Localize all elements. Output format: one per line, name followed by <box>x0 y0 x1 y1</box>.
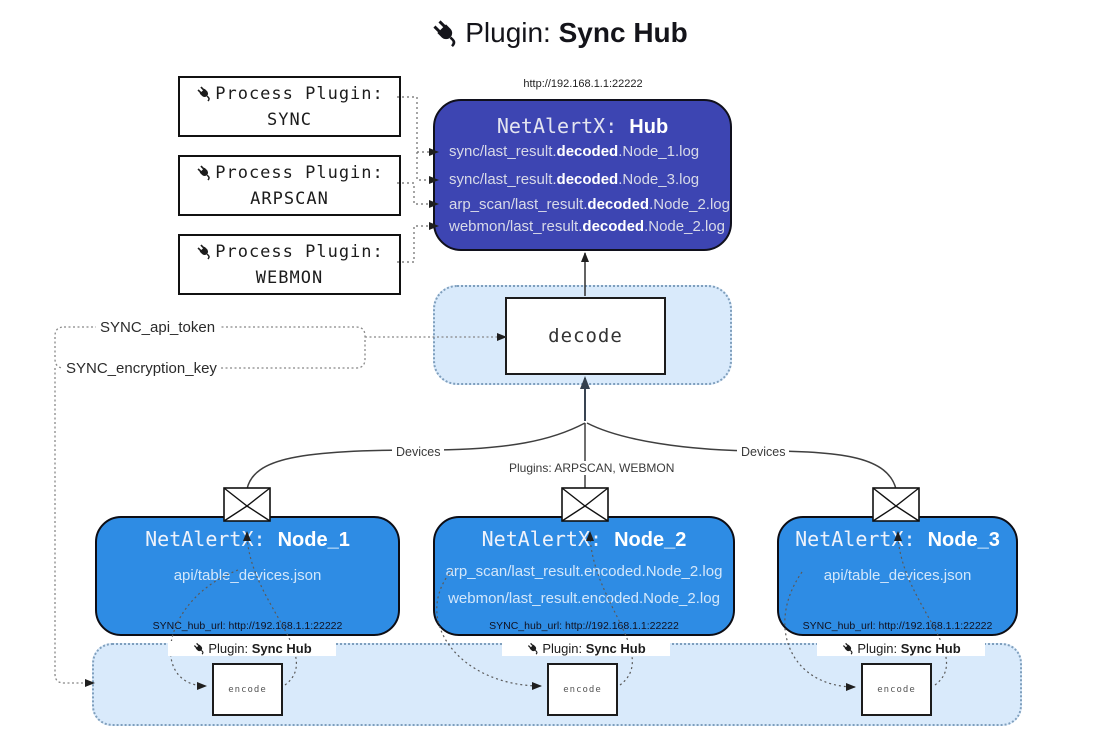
node2-box: NetAlertX: Node_2 arp_scan/last_result.e… <box>433 516 735 636</box>
hub-box: NetAlertX: Hub sync/last_result.decoded.… <box>433 99 732 251</box>
encode-plugin-label: Plugin: Sync Hub <box>168 641 336 656</box>
process-plugin-label: Process Plugin: <box>195 239 384 265</box>
edge-settings-to-encode-section <box>54 368 95 687</box>
node-hub-url: SYNC_hub_url: http://192.168.1.1:22222 <box>489 620 679 632</box>
encode-plugin-label: Plugin: Sync Hub <box>817 641 985 656</box>
edge-webmon-to-hub <box>397 222 439 263</box>
plug-icon <box>195 163 213 181</box>
plug-icon <box>526 641 540 655</box>
node1-box: NetAlertX: Node_1 api/table_devices.json… <box>95 516 400 636</box>
hub-log-line: webmon/last_result.decoded.Node_2.log <box>449 218 725 235</box>
node-title: NetAlertX: Node_2 <box>481 527 687 551</box>
edge-arpscan-to-hub <box>397 182 439 208</box>
node-file-line: arp_scan/last_result.encoded.Node_2.log <box>445 563 723 580</box>
title-bold: Sync Hub <box>558 17 688 48</box>
sync-encryption-key-label: SYNC_encryption_key <box>62 360 221 377</box>
plug-icon <box>195 242 213 260</box>
node-hub-url: SYNC_hub_url: http://192.168.1.1:22222 <box>152 620 343 632</box>
process-plugin-label: Process Plugin: <box>195 160 384 186</box>
process-plugin-name: WEBMON <box>255 267 324 288</box>
process-plugin-label: Process Plugin: <box>195 81 384 107</box>
hub-log-line: sync/last_result.decoded.Node_1.log <box>449 143 700 160</box>
hub-url-label: http://192.168.1.1:22222 <box>523 78 643 90</box>
node-file-line: webmon/last_result.encoded.Node_2.log <box>448 590 720 607</box>
node-hub-url: SYNC_hub_url: http://192.168.1.1:22222 <box>802 620 993 632</box>
plug-icon <box>192 641 206 655</box>
node-title: NetAlertX: Node_1 <box>145 527 350 551</box>
hub-log-line: sync/last_result.decoded.Node_3.log <box>449 171 700 188</box>
plug-icon <box>195 84 213 102</box>
node-file-line: api/table_devices.json <box>823 567 972 584</box>
devices-label-right: Devices <box>737 445 790 459</box>
encode-box: encode <box>547 663 618 716</box>
encode-box: encode <box>212 663 283 716</box>
page-title: Plugin: Sync Hub <box>0 16 1117 49</box>
node3-box: NetAlertX: Node_3 api/table_devices.json… <box>777 516 1018 636</box>
devices-label-left: Devices <box>392 445 445 459</box>
sync-api-token-label: SYNC_api_token <box>96 319 220 336</box>
hub-log-line: arp_scan/last_result.decoded.Node_2.log <box>449 196 730 213</box>
encode-plugin-label: Plugin: Sync Hub <box>502 641 670 656</box>
title-prefix: Plugin: <box>465 17 559 48</box>
process-plugin-arpscan-box: Process Plugin: ARPSCAN <box>178 155 401 216</box>
process-plugin-name: ARPSCAN <box>250 188 329 209</box>
node-title: NetAlertX: Node_3 <box>795 527 1000 551</box>
edge-sync-to-hub <box>397 96 439 184</box>
plugins-label: Plugins: ARPSCAN, WEBMON <box>505 461 674 475</box>
hub-title: NetAlertX: Hub <box>496 114 669 138</box>
decode-box: decode <box>505 297 666 375</box>
plug-icon <box>841 641 855 655</box>
plug-icon <box>429 16 461 48</box>
encode-box: encode <box>861 663 932 716</box>
process-plugin-name: SYNC <box>267 109 312 130</box>
node-file-line: api/table_devices.json <box>173 567 322 584</box>
process-plugin-sync-box: Process Plugin: SYNC <box>178 76 401 137</box>
process-plugin-webmon-box: Process Plugin: WEBMON <box>178 234 401 295</box>
